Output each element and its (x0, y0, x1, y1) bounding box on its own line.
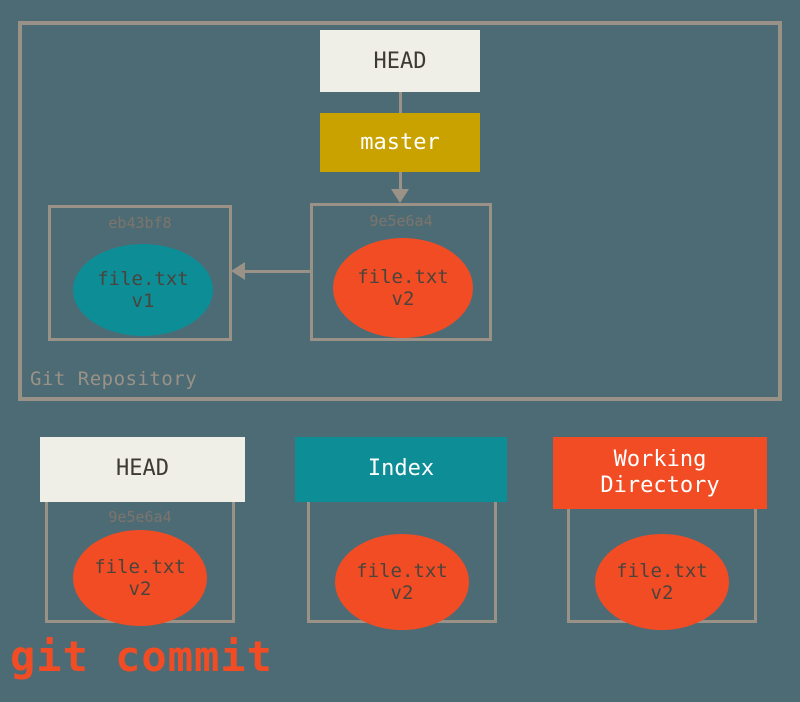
area-hash-label: 9e5e6a4 (108, 508, 172, 526)
connector-master-to-commit (399, 172, 402, 192)
git-repository-label: Git Repository (30, 368, 198, 390)
area-title-working-line1: Working (613, 446, 707, 472)
git-repository-frame (18, 21, 782, 401)
blob-filename: file.txt (357, 265, 449, 288)
blob-version: v2 (390, 582, 414, 604)
area-frame-index: file.txt v2 (307, 468, 497, 630)
blob-filename: file.txt (356, 559, 448, 582)
area-title-head[interactable]: HEAD (40, 437, 245, 502)
commit-hash-label: 9e5e6a4 (369, 212, 433, 230)
commit-hash-label: eb43bf8 (108, 214, 172, 232)
area-blob-working-directory: file.txt v2 (595, 534, 729, 630)
area-title-working-directory[interactable]: Working Directory (553, 437, 767, 509)
blob-version: v2 (128, 578, 152, 600)
blob-filename: file.txt (94, 555, 186, 578)
blob-file-v2: file.txt v2 (333, 238, 473, 338)
area-blob-index: file.txt v2 (335, 534, 469, 630)
area-title-index[interactable]: Index (295, 437, 507, 502)
area-frame-head: 9e5e6a4 file.txt v2 (45, 468, 235, 626)
connector-head-to-master (399, 92, 402, 113)
repo-ref-head-box[interactable]: HEAD (320, 30, 480, 92)
area-blob-head: file.txt v2 (73, 530, 207, 626)
repo-ref-master-box[interactable]: master (320, 113, 480, 172)
blob-filename: file.txt (97, 267, 189, 290)
repo-ref-master-label: master (360, 130, 440, 155)
arrowhead-master-to-commit-icon (391, 189, 409, 203)
area-title-working-line2: Directory (600, 473, 720, 498)
arrowhead-commit-parent-icon (231, 262, 245, 280)
repo-ref-head-label: HEAD (373, 48, 427, 74)
diagram-caption: git commit (10, 632, 273, 681)
commit-node-eb43bf8[interactable]: eb43bf8 file.txt v1 (48, 205, 232, 341)
area-title-index-label: Index (367, 456, 435, 482)
blob-version: v1 (131, 290, 155, 312)
commit-node-9e5e6a4[interactable]: 9e5e6a4 file.txt v2 (310, 203, 492, 341)
blob-filename: file.txt (616, 559, 708, 582)
connector-commit-parent (245, 270, 311, 273)
blob-file-v1: file.txt v1 (73, 244, 213, 336)
area-frame-working-directory: file.txt v2 (567, 468, 757, 630)
blob-version: v2 (391, 288, 415, 310)
area-title-head-label: HEAD (116, 456, 169, 482)
blob-version: v2 (650, 582, 674, 604)
